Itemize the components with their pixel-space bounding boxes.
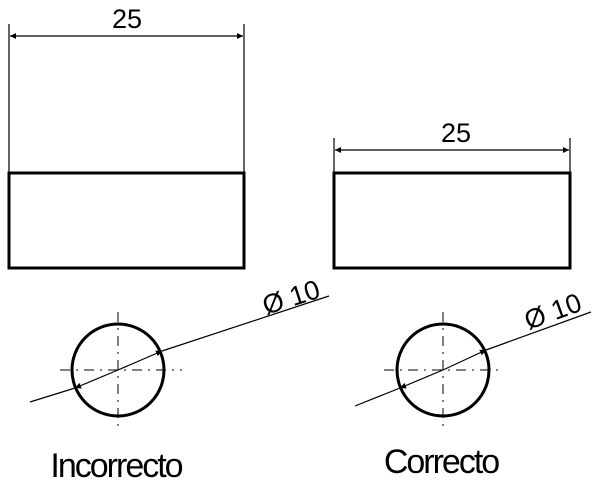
left-diameter-leader-upper <box>117 350 163 371</box>
right-diameter-leader-upper <box>442 349 487 371</box>
left-width-dimension-text: 25 <box>112 4 142 34</box>
left-diameter-leader-lower <box>74 369 119 389</box>
right-width-dimension-text: 25 <box>441 118 471 148</box>
right-diameter-leader-lower <box>399 369 444 389</box>
right-side-view <box>332 171 572 270</box>
right-diameter-dimension-text: Ø 10 <box>520 287 585 335</box>
left-diameter-dimension-text: Ø 10 <box>259 274 324 321</box>
right-caption: Correcto <box>384 443 499 481</box>
left-side-view <box>7 171 246 270</box>
correct-example: 25 Ø 10 Correcto <box>332 118 592 481</box>
left-diameter-leader-upper-ext <box>161 295 330 352</box>
left-caption: Incorrecto <box>50 447 182 484</box>
right-diameter-leader-lower-ext <box>354 387 401 407</box>
right-diameter-leader-upper-ext <box>485 311 592 351</box>
incorrect-example: 25 Ø 10 Incorrecto <box>7 4 330 484</box>
left-diameter-leader-lower-ext <box>29 387 76 403</box>
